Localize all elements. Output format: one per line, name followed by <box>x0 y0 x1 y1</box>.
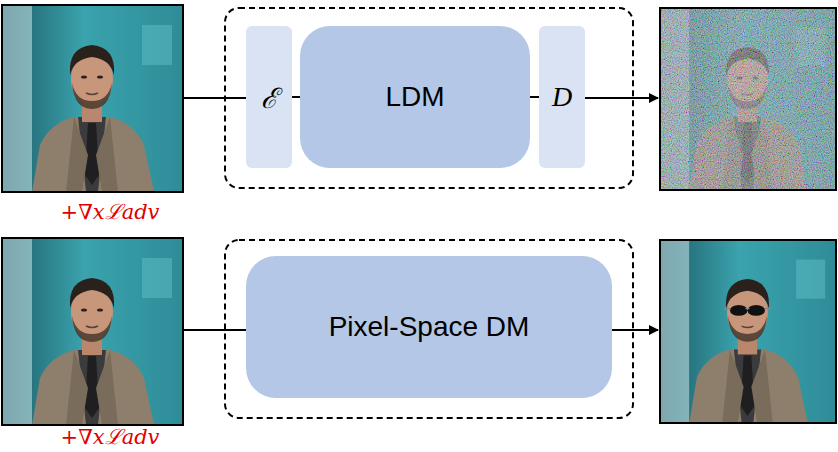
connector <box>292 96 300 98</box>
ldm-box: LDM <box>300 26 530 168</box>
box-label: LDM <box>385 81 444 113</box>
decoder-box: D <box>539 26 585 168</box>
diffusion-box: Pixel-Space DM <box>246 256 612 398</box>
gradient-label: +∇xℒadv <box>61 197 160 225</box>
connector <box>530 96 539 98</box>
gradient-label: +∇xℒadv <box>61 422 160 450</box>
encoder-box: ℰ <box>246 26 292 168</box>
box-label: Pixel-Space DM <box>329 311 530 343</box>
box-label: D <box>552 81 572 113</box>
box-label: ℰ <box>261 78 278 116</box>
